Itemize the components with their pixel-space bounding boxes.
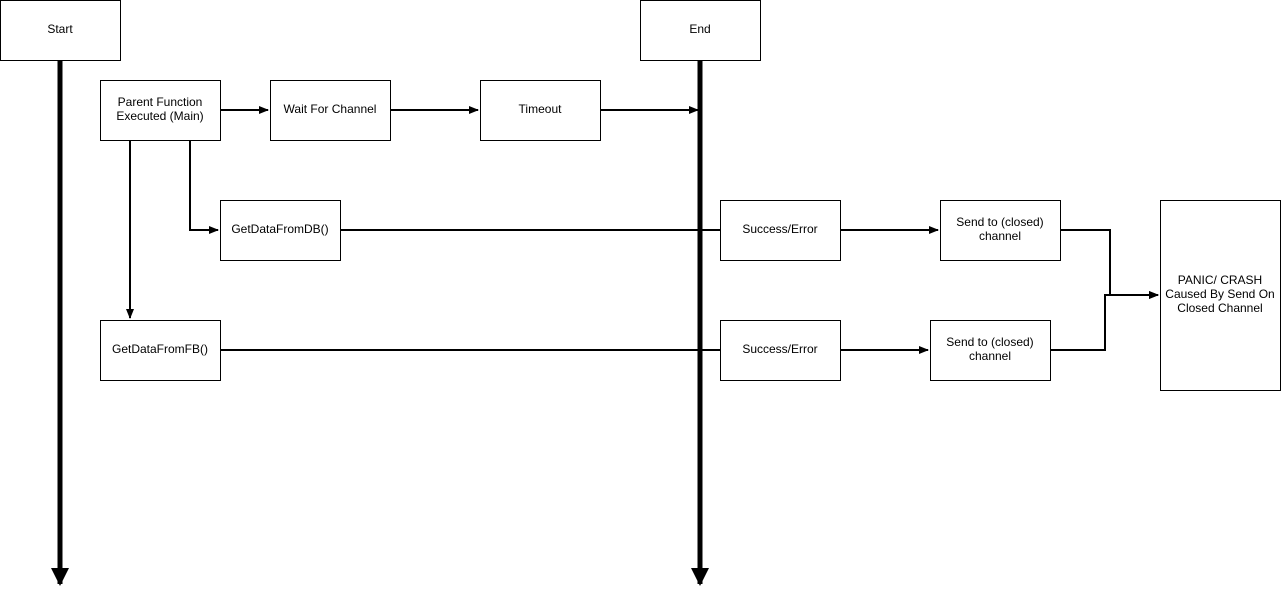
timeout-node: Timeout [480,80,601,141]
get-data-from-fb-node: GetDataFromFB() [100,320,221,381]
panic-crash-label-line: PANIC/ CRASH [1178,273,1262,287]
success-error-fb-node: Success/Error [720,320,841,381]
success-error-db-label-line: Success/Error [742,222,817,236]
start-node: Start [0,0,121,61]
get-data-from-db-label-line: GetDataFromDB() [231,222,328,236]
success-error-db-node: Success/Error [720,200,841,261]
panic-crash-label-line: Caused By Send On [1165,287,1274,301]
parent-function-label-line: Executed (Main) [116,109,203,123]
panic-crash-label-line: Closed Channel [1177,301,1262,315]
success-error-db-label: Success/Error [742,222,817,236]
send-closed-channel-fb-label-line: channel [969,349,1011,363]
edge-parent-to-getdb [189,140,219,234]
edge-send-db-to-panic [1060,229,1159,299]
parent-function-label-line: Parent Function [118,95,203,109]
send-closed-channel-fb-label: Send to (closed)channel [946,335,1033,363]
send-closed-channel-db-label-line: channel [979,229,1021,243]
timeout-label: Timeout [519,102,563,116]
send-closed-channel-fb-node: Send to (closed)channel [930,320,1051,381]
success-error-fb-label: Success/Error [742,342,817,356]
end-node: End [640,0,761,61]
get-data-from-db-node: GetDataFromDB() [220,200,341,261]
success-error-fb-label-line: Success/Error [742,342,817,356]
send-closed-channel-db-label-line: Send to (closed) [956,215,1043,229]
send-closed-channel-fb-label-line: Send to (closed) [946,335,1033,349]
wait-for-channel-label: Wait For Channel [284,102,377,116]
end-node-label: End [689,22,710,36]
edge-send-fb-to-panic [1050,291,1159,351]
send-closed-channel-db-label: Send to (closed)channel [956,215,1043,243]
timeout-label-line: Timeout [519,102,563,116]
send-closed-channel-db-node: Send to (closed)channel [940,200,1061,261]
get-data-from-fb-label: GetDataFromFB() [112,342,208,356]
start-node-label-line: Start [47,22,73,36]
end-node-label-line: End [689,22,710,36]
get-data-from-fb-label-line: GetDataFromFB() [112,342,208,356]
wait-for-channel-node: Wait For Channel [270,80,391,141]
get-data-from-db-label: GetDataFromDB() [231,222,328,236]
wait-for-channel-label-line: Wait For Channel [284,102,377,116]
start-node-label: Start [47,22,73,36]
